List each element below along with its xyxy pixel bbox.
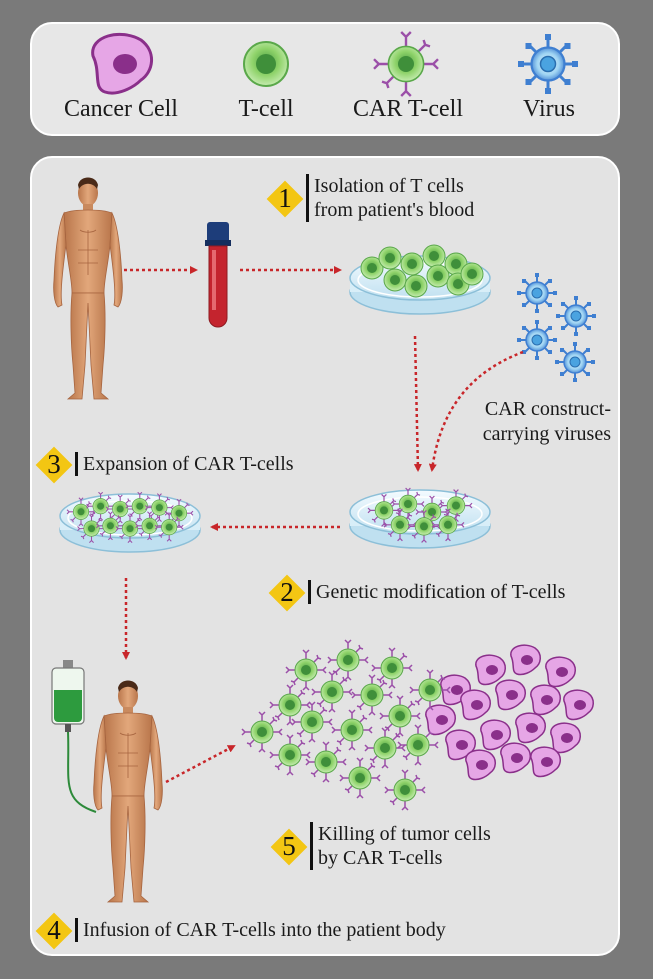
process-arrows	[122, 266, 524, 784]
blood-tube-icon	[205, 222, 231, 328]
virus-icon	[516, 32, 580, 96]
virus-label: CAR construct-carrying viruses	[482, 398, 611, 445]
iv-bag-icon	[51, 660, 97, 813]
step-2-text: Genetic modification of T-cells	[308, 580, 565, 604]
cancer-cell-icon	[91, 32, 154, 95]
tumor-cluster	[425, 644, 595, 781]
step-1-badge: 1	[272, 183, 298, 213]
step-2-badge: 2	[274, 577, 300, 607]
patient-figure-infusion	[93, 680, 163, 903]
step-3-annotation: 3 Expansion of CAR T-cells	[41, 449, 294, 479]
legend-virus-label: Virus	[523, 96, 575, 122]
petri-dish-tcells	[349, 244, 491, 315]
step-5-badge: 5	[276, 831, 302, 861]
step-3-badge: 3	[41, 449, 67, 479]
car-t-cell-swarm	[242, 640, 450, 810]
main-panel	[30, 156, 620, 956]
legend-car-t-cell-label: CAR T-cell	[352, 96, 464, 122]
step-2-annotation: 2 Genetic modification of T-cells	[274, 577, 565, 607]
step-3-text: Expansion of CAR T-cells	[75, 452, 294, 476]
virus-group	[516, 272, 597, 383]
legend-t-cell-label: T-cell	[238, 96, 294, 122]
step-4-badge: 4	[41, 915, 67, 945]
patient-figure	[53, 177, 123, 400]
petri-dish-expansion	[59, 492, 201, 553]
t-cell-icon	[243, 41, 289, 87]
legend-cancer-cell-label: Cancer Cell	[64, 96, 178, 122]
car-t-cell-icon	[374, 32, 438, 96]
step-4-text: Infusion of CAR T-cells into the patient…	[75, 918, 446, 942]
petri-dish-modification	[349, 488, 491, 549]
step-4-annotation: 4 Infusion of CAR T-cells into the patie…	[41, 915, 446, 945]
